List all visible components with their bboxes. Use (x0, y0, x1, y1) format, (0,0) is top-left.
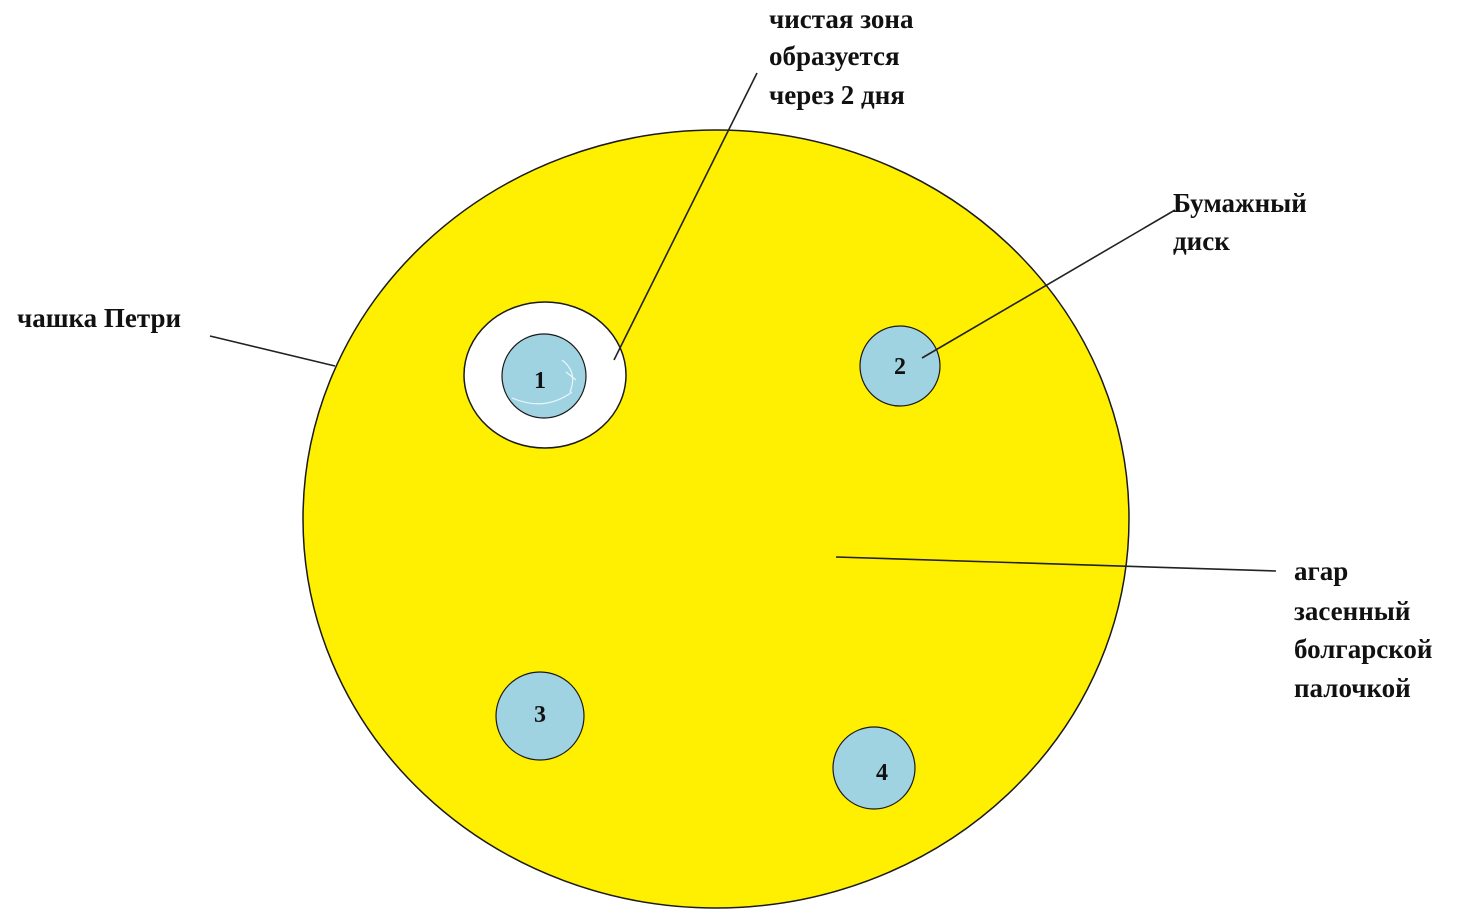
agar-label-line-3: болгарской (1294, 634, 1432, 664)
disk-3: 3 (496, 672, 584, 760)
petri-dish-agar (303, 130, 1129, 908)
paper-disk-label-line-2: диск (1173, 226, 1230, 256)
petri-dish-label: чашка Петри (17, 303, 181, 333)
disk-3-number: 3 (534, 702, 546, 728)
disk-1: 1 (502, 334, 586, 418)
petri-dish-leader-line (210, 336, 335, 366)
clear-zone-label-line-3: через 2 дня (769, 80, 905, 110)
clear-zone-label-line-1: чистая зона (769, 4, 914, 34)
agar-label-line-2: засенный (1294, 596, 1410, 626)
clear-zone-label: чистая зона образуется через 2 дня (769, 4, 920, 110)
disk-2: 2 (860, 326, 940, 406)
disk-4: 4 (833, 727, 915, 809)
disk-4-shape (833, 727, 915, 809)
disk-2-number: 2 (894, 354, 906, 380)
paper-disk-label: Бумажный диск (1173, 188, 1314, 256)
paper-disk-label-line-1: Бумажный (1173, 188, 1307, 218)
agar-label-line-4: палочкой (1294, 673, 1411, 703)
disk-4-number: 4 (876, 760, 888, 786)
petri-dish-label-line-1: чашка Петри (17, 303, 181, 333)
agar-label: агар засенный болгарской палочкой (1294, 556, 1439, 703)
agar-label-line-1: агар (1294, 556, 1348, 586)
disk-1-number: 1 (534, 368, 546, 394)
clear-zone-label-line-2: образуется (769, 41, 900, 71)
